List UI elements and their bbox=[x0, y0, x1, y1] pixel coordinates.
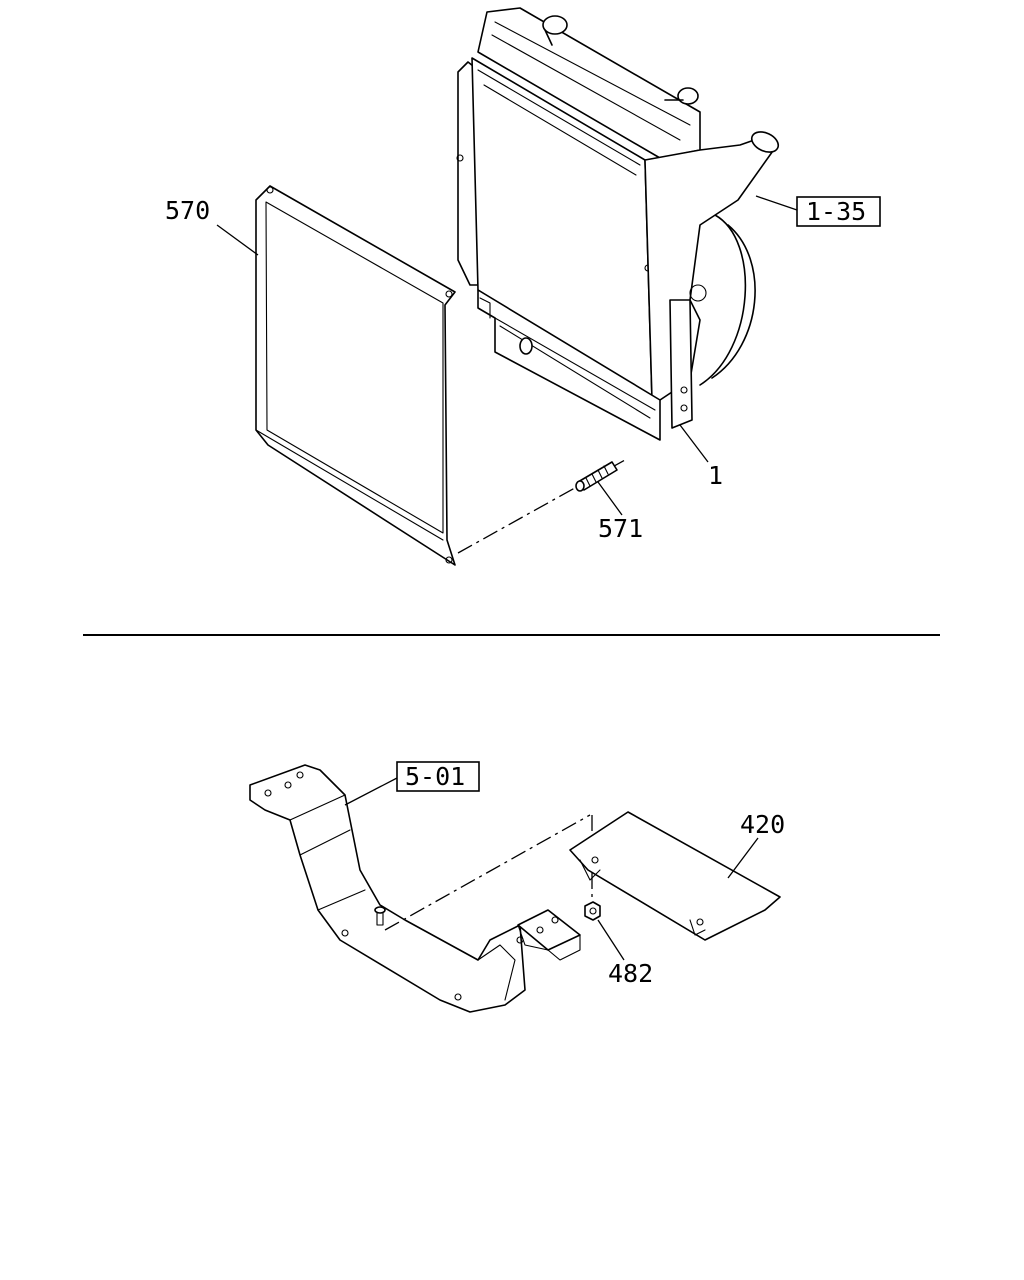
shroud-570 bbox=[255, 185, 456, 566]
radiator-assembly bbox=[456, 7, 780, 441]
frame-crossmember bbox=[249, 764, 581, 1013]
ref-box-1-35 bbox=[796, 196, 881, 227]
callout-420: 420 bbox=[740, 810, 785, 839]
lower-dashlines bbox=[384, 814, 593, 931]
callout-571: 571 bbox=[598, 514, 643, 543]
clip-571 bbox=[457, 459, 626, 554]
under-cover-420 bbox=[569, 811, 781, 941]
nut-482 bbox=[584, 901, 601, 921]
callout-5-01: 5-01 bbox=[405, 762, 465, 791]
ref-box-5-01 bbox=[396, 761, 480, 792]
leaders-upper bbox=[216, 195, 798, 516]
callout-570: 570 bbox=[165, 196, 210, 225]
leaders-lower bbox=[344, 777, 759, 961]
callout-1-35: 1-35 bbox=[806, 197, 866, 226]
callout-1: 1 bbox=[708, 461, 723, 490]
callout-482: 482 bbox=[608, 959, 653, 988]
